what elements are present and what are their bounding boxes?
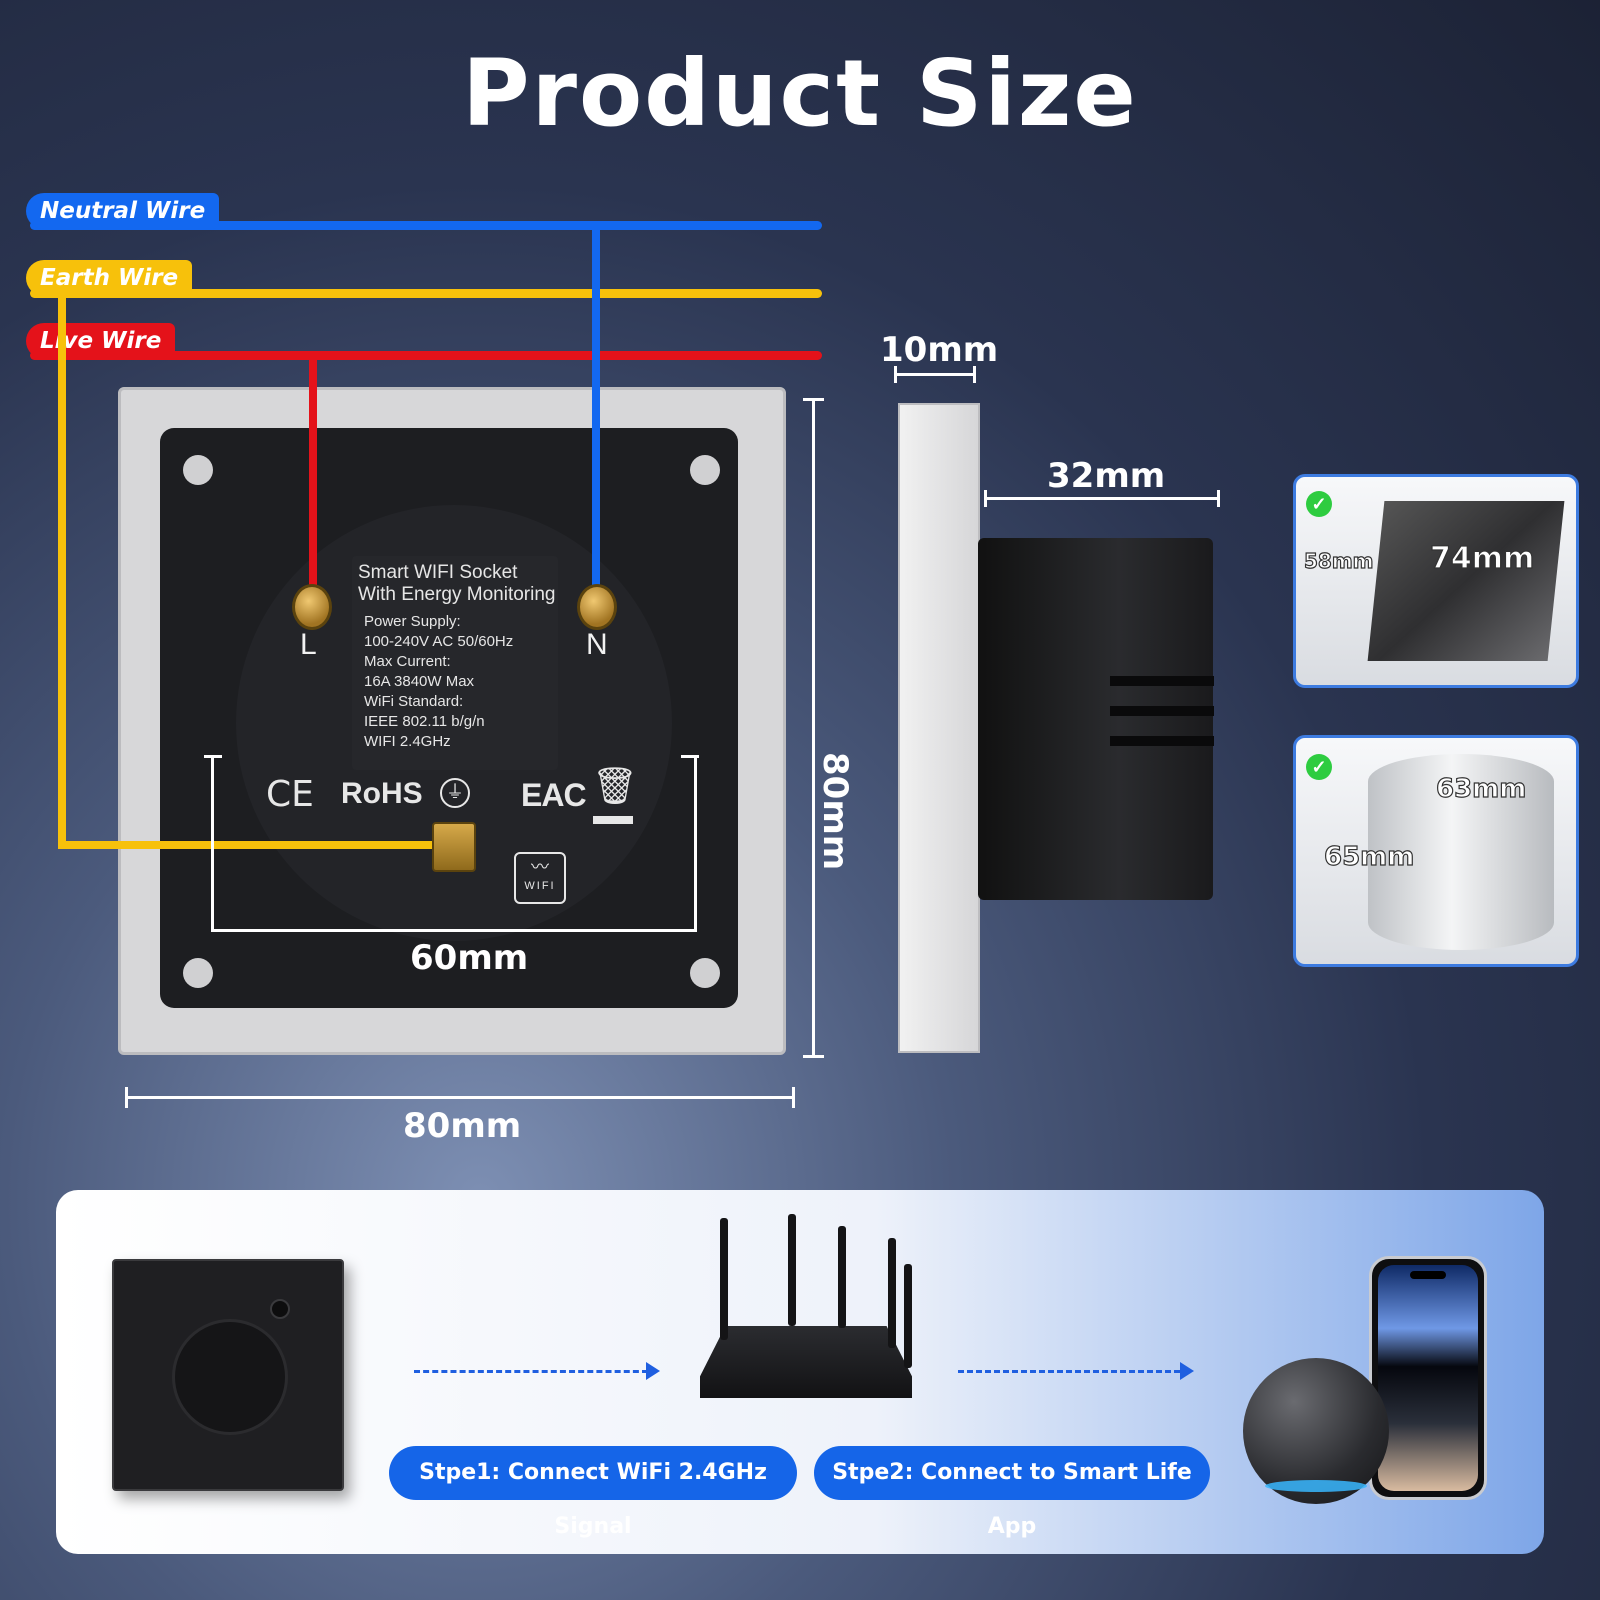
rohs-mark: RoHS bbox=[341, 777, 423, 810]
earth-wire-drop bbox=[58, 289, 66, 849]
step1-arrow bbox=[414, 1370, 648, 1373]
live-wire-tag: Live Wire bbox=[26, 323, 176, 359]
box2-dim-65: 65mm bbox=[1323, 841, 1415, 872]
live-terminal-screw bbox=[292, 584, 332, 630]
dim-32-line bbox=[985, 497, 1220, 500]
front-socket-image bbox=[112, 1259, 344, 1491]
dim-32-label: 32mm bbox=[1047, 456, 1166, 496]
earth-terminal bbox=[432, 822, 476, 872]
router-image bbox=[700, 1326, 912, 1398]
router-antenna bbox=[838, 1226, 846, 1328]
step2-pill: Stpe2: Connect to Smart Life App bbox=[814, 1446, 1210, 1539]
dim-10-tick bbox=[973, 366, 976, 383]
dim-60-tick-left bbox=[204, 755, 222, 758]
arrow-head-icon bbox=[1180, 1362, 1194, 1380]
eac-mark: EAC bbox=[521, 777, 587, 813]
wifi-badge-text: WIFI bbox=[524, 880, 556, 892]
plastic-box-image bbox=[1368, 754, 1554, 950]
wifi-icon: 〰 bbox=[531, 857, 549, 877]
router-antenna bbox=[788, 1214, 796, 1326]
metal-box-card: ✓ 58mm 74mm bbox=[1293, 474, 1579, 688]
spec-line: 100-240V AC 50/60Hz bbox=[364, 633, 514, 650]
box1-dim-74: 74mm bbox=[1429, 540, 1535, 576]
dim-32-tick bbox=[1217, 490, 1220, 507]
step1-pill: Stpe1: Connect WiFi 2.4GHz Signal bbox=[389, 1446, 797, 1539]
router-antenna bbox=[904, 1264, 912, 1368]
dim-60-bracket bbox=[211, 757, 697, 932]
metal-box-image bbox=[1367, 501, 1565, 661]
box2-dim-63: 63mm bbox=[1435, 773, 1527, 804]
box1-dim-58: 58mm bbox=[1303, 548, 1374, 573]
router-antenna bbox=[888, 1238, 896, 1348]
dim-60-label: 60mm bbox=[410, 938, 529, 978]
dim-32-tick bbox=[984, 490, 987, 507]
page-title: Product Size bbox=[462, 40, 1138, 147]
neutral-wire-drop bbox=[592, 221, 600, 601]
dim-80-vertical-line bbox=[812, 398, 815, 1058]
weee-bin-icon: 🗑 bbox=[592, 765, 638, 806]
weee-bar bbox=[593, 816, 633, 824]
dim-80-vertical-tick-top bbox=[803, 398, 824, 401]
smart-speaker-image bbox=[1243, 1358, 1389, 1504]
earth-wire-run bbox=[58, 841, 458, 849]
terminal-n-label: N bbox=[586, 628, 608, 661]
spec-label: Smart WIFI Socket With Energy Monitoring… bbox=[352, 556, 558, 770]
side-view-vent bbox=[1110, 736, 1214, 746]
spec-line: Max Current: bbox=[364, 653, 451, 670]
dim-80-vertical-label: 80mm bbox=[815, 752, 855, 871]
dim-80-vertical-tick-bottom bbox=[803, 1055, 824, 1058]
live-wire-drop bbox=[309, 351, 317, 601]
dim-10-label: 10mm bbox=[880, 330, 999, 370]
terminal-l-label: L bbox=[300, 628, 317, 661]
neutral-wire-line bbox=[30, 221, 822, 230]
earth-wire-label: Earth Wire bbox=[40, 265, 179, 291]
earth-wire-line bbox=[30, 289, 822, 298]
plastic-box-card: ✓ 63mm 65mm bbox=[1293, 735, 1579, 967]
step2-arrow bbox=[958, 1370, 1180, 1373]
spec-line: IEEE 802.11 b/g/n bbox=[364, 713, 485, 730]
mounting-hole-icon bbox=[690, 455, 720, 485]
side-view-vent bbox=[1110, 706, 1214, 716]
dim-80-horizontal-label: 80mm bbox=[403, 1106, 522, 1146]
spec-label-title-2: With Energy Monitoring bbox=[358, 584, 556, 605]
phone-screen bbox=[1378, 1265, 1478, 1491]
phone-notch bbox=[1410, 1271, 1446, 1279]
router-antenna bbox=[720, 1218, 728, 1340]
earth-wire-tag: Earth Wire bbox=[26, 260, 193, 296]
wifi-badge: 〰 WIFI bbox=[514, 852, 566, 904]
check-icon: ✓ bbox=[1306, 754, 1332, 780]
arrow-head-icon bbox=[646, 1362, 660, 1380]
check-icon: ✓ bbox=[1306, 491, 1332, 517]
side-view-plate bbox=[898, 403, 980, 1053]
mounting-hole-icon bbox=[183, 958, 213, 988]
side-view-body bbox=[978, 538, 1213, 900]
live-wire-line bbox=[30, 351, 822, 360]
spec-line: WiFi Standard: bbox=[364, 693, 464, 710]
dim-10-tick bbox=[894, 366, 897, 383]
spec-line: WIFI 2.4GHz bbox=[364, 733, 451, 750]
spec-label-title-1: Smart WIFI Socket bbox=[358, 562, 518, 583]
speaker-light-ring bbox=[1265, 1480, 1367, 1492]
spec-line: Power Supply: bbox=[364, 613, 461, 630]
side-view-vent bbox=[1110, 676, 1214, 686]
spec-line: 16A 3840W Max bbox=[364, 673, 475, 690]
socket-indicator bbox=[270, 1299, 290, 1319]
smartphone-image bbox=[1369, 1256, 1487, 1500]
ce-mark: CE bbox=[266, 774, 314, 815]
dim-80-horizontal-tick-right bbox=[792, 1087, 795, 1108]
ground-symbol-icon: ⏚ bbox=[440, 778, 470, 808]
dim-10-line bbox=[895, 373, 975, 376]
neutral-wire-tag: Neutral Wire bbox=[26, 193, 220, 229]
socket-outlet bbox=[172, 1319, 288, 1435]
dim-80-horizontal-line bbox=[125, 1096, 795, 1099]
mounting-hole-icon bbox=[183, 455, 213, 485]
neutral-wire-label: Neutral Wire bbox=[40, 198, 206, 224]
mounting-hole-icon bbox=[690, 958, 720, 988]
neutral-terminal-screw bbox=[577, 584, 617, 630]
dim-80-horizontal-tick-left bbox=[125, 1087, 128, 1108]
dim-60-tick-right bbox=[681, 755, 699, 758]
